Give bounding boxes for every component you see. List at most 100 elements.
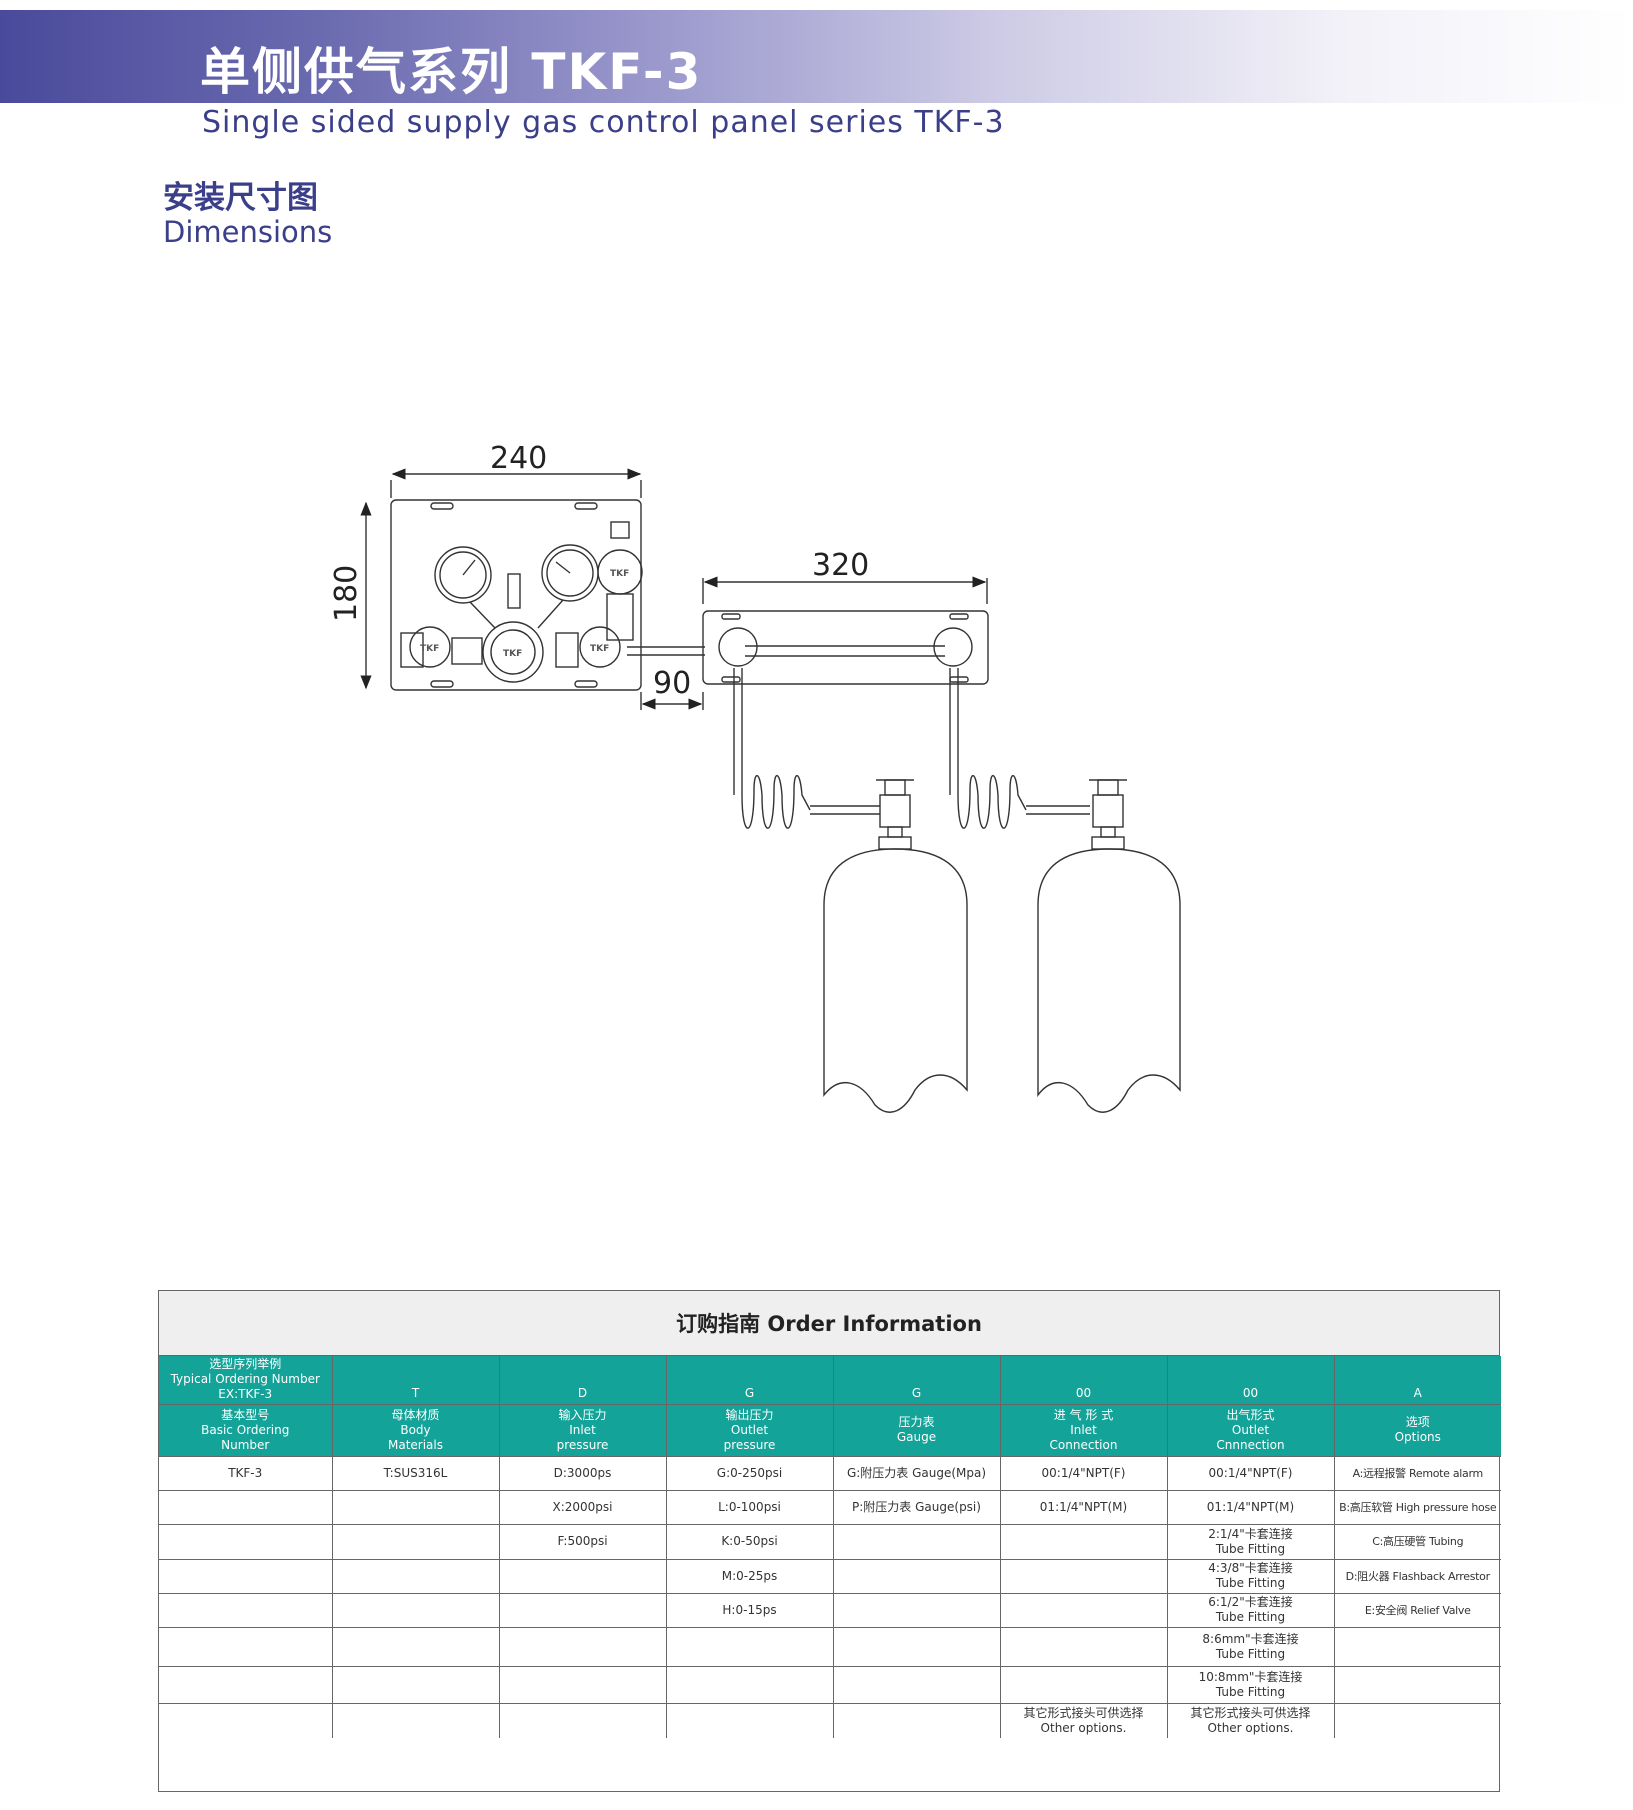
table-cell bbox=[331, 1558, 500, 1594]
column-header-line: Inlet bbox=[1070, 1422, 1097, 1437]
table-cell bbox=[498, 1665, 667, 1704]
table-cell bbox=[999, 1558, 1168, 1594]
column-header-line: Body bbox=[400, 1422, 431, 1437]
dim-label-180: 180 bbox=[329, 565, 364, 622]
table-cell bbox=[498, 1626, 667, 1667]
table-cell: 00:1/4"NPT(F) bbox=[999, 1455, 1168, 1491]
regulator bbox=[482, 621, 544, 683]
table-cell: F:500psi bbox=[498, 1523, 667, 1560]
table-cell-line: B:高压软管 High pressure hose bbox=[1339, 1500, 1497, 1514]
column-header-line: Basic Ordering bbox=[201, 1422, 290, 1437]
table-cell bbox=[832, 1665, 1001, 1704]
table-cell bbox=[331, 1626, 500, 1667]
table-cell: X:2000psi bbox=[498, 1489, 667, 1525]
example-code-cell: D bbox=[498, 1356, 667, 1405]
table-cell-line: Tube Fitting bbox=[1215, 1541, 1286, 1556]
example-code-cell: G bbox=[665, 1356, 834, 1405]
inlet-valve-body bbox=[400, 632, 424, 668]
example-code-cell: 00 bbox=[1166, 1356, 1335, 1405]
gas-panel bbox=[390, 499, 642, 691]
table-cell-line: M:0-25ps bbox=[721, 1568, 778, 1583]
table-cell bbox=[999, 1665, 1168, 1704]
table-cell bbox=[498, 1702, 667, 1738]
table-cell: G:附压力表 Gauge(Mpa) bbox=[832, 1455, 1001, 1491]
section-title-en: Dimensions bbox=[163, 215, 333, 249]
table-cell-line: C:高压硬管 Tubing bbox=[1372, 1535, 1464, 1548]
example-label-cell-line: EX:TKF-3 bbox=[218, 1387, 273, 1402]
example-code-cell-line: T bbox=[411, 1385, 420, 1400]
table-cell-line: TKF-3 bbox=[228, 1465, 263, 1480]
table-cell-line: G:附压力表 Gauge(Mpa) bbox=[846, 1465, 987, 1480]
table-cell-line: Tube Fitting bbox=[1215, 1646, 1286, 1661]
example-label-cell-line: 选型序列举例 bbox=[209, 1357, 282, 1372]
table-cell bbox=[832, 1592, 1001, 1628]
column-header-line: 母体材质 bbox=[391, 1407, 440, 1422]
table-cell: 01:1/4"NPT(M) bbox=[999, 1489, 1168, 1525]
inlet-gauge bbox=[434, 546, 492, 604]
table-cell bbox=[1333, 1702, 1501, 1738]
table-cell-line: Tube Fitting bbox=[1215, 1684, 1286, 1699]
column-header-line: 出气形式 bbox=[1226, 1407, 1275, 1422]
logo-mark: TKF bbox=[503, 649, 522, 659]
cylinder-valve-right bbox=[1089, 779, 1127, 850]
column-header-line: Materials bbox=[387, 1437, 443, 1452]
table-cell bbox=[159, 1523, 333, 1560]
manifold-valve-right bbox=[933, 627, 973, 667]
column-header-line: Outlet bbox=[1231, 1422, 1270, 1437]
table-cell bbox=[832, 1558, 1001, 1594]
table-cell-line: 00:1/4"NPT(F) bbox=[1208, 1465, 1293, 1480]
column-header-line: Number bbox=[221, 1437, 270, 1452]
column-header-line: Outlet bbox=[730, 1422, 769, 1437]
table-cell: D:阻火器 Flashback Arrestor bbox=[1333, 1558, 1501, 1594]
column-header-line: 输入压力 bbox=[558, 1407, 607, 1422]
logo-mark: TKF bbox=[420, 644, 439, 654]
table-cell bbox=[331, 1665, 500, 1704]
table-cell bbox=[832, 1626, 1001, 1667]
table-cell-line: 00:1/4"NPT(F) bbox=[1041, 1465, 1126, 1480]
table-cell bbox=[498, 1558, 667, 1594]
dim-label-90: 90 bbox=[653, 666, 691, 701]
table-cell-line: H:0-15ps bbox=[722, 1602, 777, 1617]
table-cell-line: D:3000ps bbox=[553, 1465, 612, 1480]
table-cell: M:0-25ps bbox=[665, 1558, 834, 1594]
table-cell: K:0-50psi bbox=[665, 1523, 834, 1560]
table-cell bbox=[665, 1665, 834, 1704]
table-cell-line: Tube Fitting bbox=[1215, 1576, 1286, 1590]
example-code-cell: 00 bbox=[999, 1356, 1168, 1405]
cylinder-valve-left bbox=[876, 779, 914, 850]
column-header-line: Inlet bbox=[569, 1422, 596, 1437]
table-cell-line: Other options. bbox=[1207, 1720, 1294, 1735]
table-cell-line: K:0-50psi bbox=[721, 1534, 778, 1548]
table-cell-line: E:安全阀 Relief Valve bbox=[1364, 1603, 1471, 1617]
dim-label-320: 320 bbox=[812, 548, 869, 583]
logo-mark: TKF bbox=[590, 644, 609, 654]
table-cell bbox=[665, 1702, 834, 1738]
table-cell bbox=[331, 1702, 500, 1738]
table-cell bbox=[1333, 1665, 1501, 1704]
section-title-cn: 安装尺寸图 bbox=[163, 180, 318, 216]
table-cell: D:3000ps bbox=[498, 1455, 667, 1491]
table-cell-line: Other options. bbox=[1040, 1720, 1127, 1735]
column-header-line: Cnnnection bbox=[1216, 1437, 1285, 1452]
table-cell: 01:1/4"NPT(M) bbox=[1166, 1489, 1335, 1525]
example-code-cell-line: A bbox=[1413, 1385, 1422, 1400]
table-cell bbox=[665, 1626, 834, 1667]
table-cell bbox=[999, 1523, 1168, 1560]
